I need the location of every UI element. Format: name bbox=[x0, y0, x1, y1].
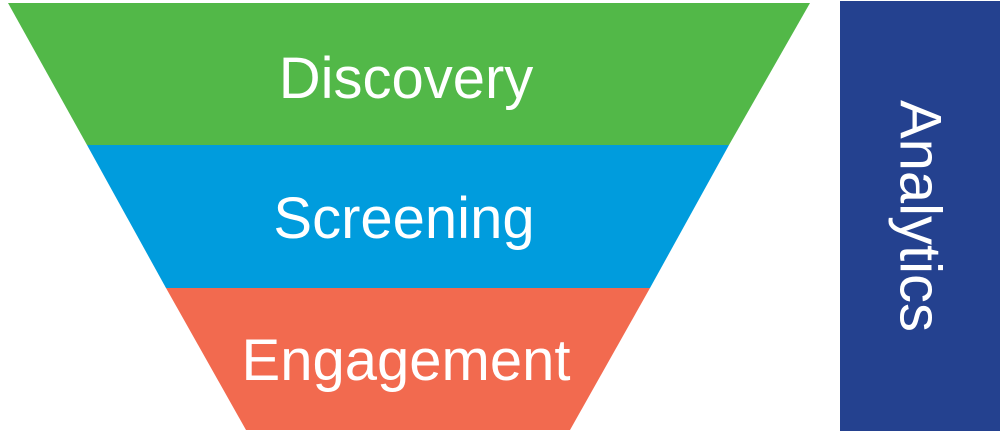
funnel-stage-engagement bbox=[166, 288, 650, 430]
stage-label-discovery: Discovery bbox=[279, 46, 534, 111]
funnel-stage-screening bbox=[87, 145, 729, 288]
analytics-panel bbox=[840, 1, 1000, 431]
stage-label-engagement: Engagement bbox=[242, 328, 571, 393]
funnel-stage-discovery bbox=[8, 3, 810, 145]
analytics-label: Analytics bbox=[888, 100, 953, 332]
stage-label-screening: Screening bbox=[273, 186, 534, 251]
